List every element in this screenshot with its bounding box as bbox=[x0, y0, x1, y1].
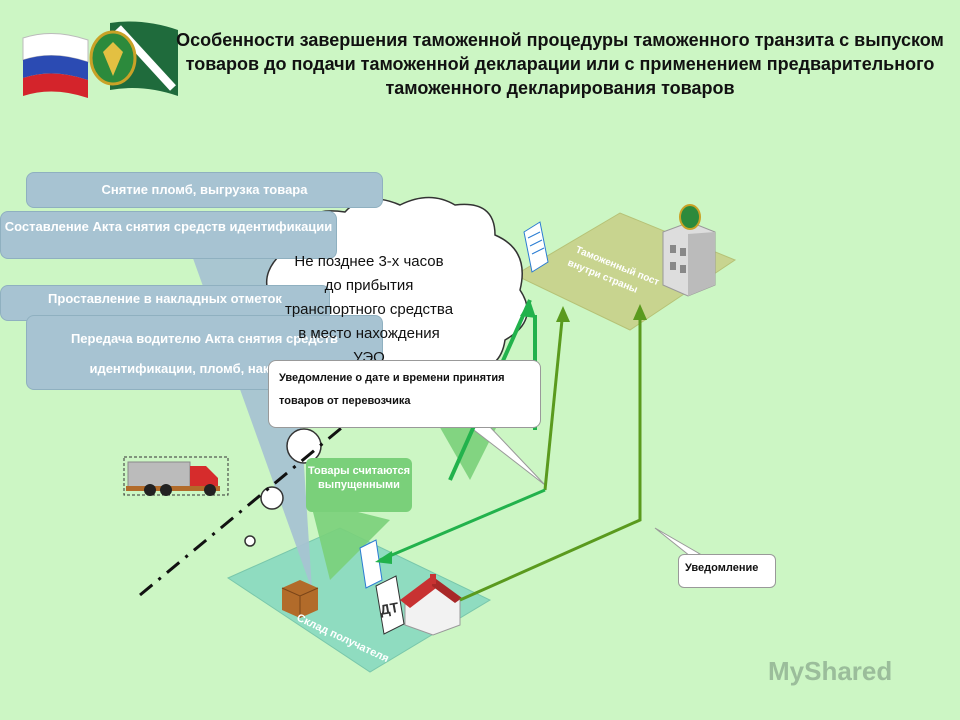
notice-arrows bbox=[375, 299, 647, 602]
truck-icon bbox=[123, 456, 229, 496]
page-title: Особенности завершения таможенной процед… bbox=[176, 30, 944, 98]
customs-declaration-document-icon bbox=[375, 575, 405, 635]
notice-callout: Уведомление о дате и времени принятия то… bbox=[268, 360, 541, 428]
flags-emblem-logo bbox=[22, 21, 178, 98]
customs-emblem-icon bbox=[89, 30, 137, 86]
thought-bubble-medium bbox=[260, 486, 284, 510]
russian-flag-icon bbox=[22, 32, 89, 98]
step-box-act: Составление Акта снятия средств идентифи… bbox=[0, 211, 337, 259]
pallet-icon bbox=[281, 580, 319, 618]
house-icon bbox=[400, 574, 462, 636]
step-box-unseal: Снятие пломб, выгрузка товара bbox=[26, 172, 383, 208]
route-line bbox=[139, 423, 346, 597]
notice-label: Уведомление bbox=[678, 554, 776, 588]
customs-building-icon bbox=[662, 204, 716, 297]
document-label: ДТ bbox=[379, 599, 400, 618]
deadline-cloud-text: Не позднее 3-х часов до прибытия транспо… bbox=[284, 253, 454, 366]
goods-released-box: Товары считаются выпущенными bbox=[306, 458, 412, 512]
watermark: MyShared bbox=[768, 656, 893, 686]
thought-bubble-small bbox=[244, 535, 256, 547]
warehouse-document-icon bbox=[359, 539, 383, 589]
callout2-tail bbox=[654, 527, 702, 557]
document-icon bbox=[523, 221, 549, 273]
goods-funnel bbox=[310, 500, 390, 580]
